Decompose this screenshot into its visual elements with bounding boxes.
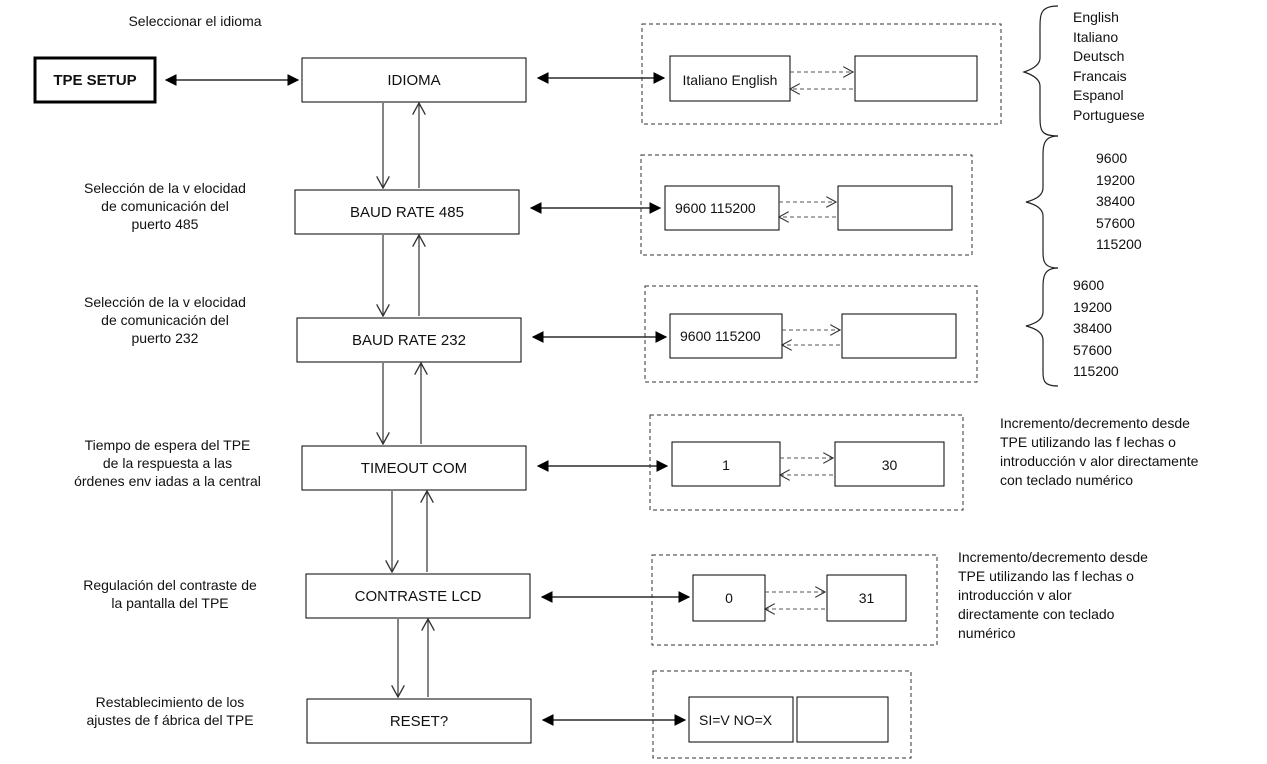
description-contraste: Regulación del contraste de la pantalla … [83,577,257,612]
menu-label-baud232: BAUD RATE 232 [352,332,466,349]
option-left-contraste: 0 [725,590,733,606]
description-idioma: Seleccionar el idioma [128,13,262,29]
description-reset: Restablecimiento de los ajustes de f ábr… [86,694,254,729]
menu-label-idioma: IDIOMA [387,72,441,89]
menu-box-baud232 [296,317,522,363]
option-left-timeout: 1 [722,457,730,473]
toggle-arrows [765,72,853,609]
menu-box-contraste [305,573,531,619]
value-list-item: 19200 [1096,171,1135,188]
value-list-baud485: 9600 19200 38400 57600 115200 [1096,148,1142,256]
menu-box-baud485 [294,189,520,235]
note-contraste: Incremento/decremento desde TPE utilizan… [958,549,1148,641]
description-baud485: Selección de la v elocidad de comunicaci… [84,180,246,233]
value-list-item: 115200 [1073,363,1119,379]
option-value-boxes [664,55,978,743]
tpe-setup-box [33,56,157,104]
description-baud232: Selección de la v elocidad de comunicaci… [84,294,246,347]
option-left-reset: SI=V NO=X [699,712,773,728]
value-list-item: English [1073,9,1119,25]
option-containers [640,23,1002,759]
menu-label-contraste: CONTRASTE LCD [354,588,482,605]
vertical-nav-arrows [383,103,428,697]
value-list-item: 57600 [1096,214,1135,231]
value-list-item: Francais [1073,67,1127,84]
option-left-baud485: 9600 115200 [675,200,756,216]
value-list-item: Portuguese [1073,106,1145,123]
value-braces [1022,5,1059,387]
value-list-item: 57600 [1073,341,1112,358]
option-right-timeout: 30 [881,457,898,473]
root-label: TPE SETUP [53,72,137,89]
value-list-item: Deutsch [1073,48,1125,64]
menu-label-baud485: BAUD RATE 485 [350,204,464,221]
value-list-item: 9600 [1073,277,1105,293]
menu-box-reset [306,698,532,744]
menu-label-reset: RESET? [389,713,449,730]
value-list-baud232: 9600 19200 38400 57600 115200 [1073,275,1119,383]
note-timeout: Incremento/decremento desde TPE utilizan… [1000,415,1199,488]
value-list-item: 38400 [1073,320,1112,336]
value-list-item: 19200 [1073,298,1112,315]
option-right-contraste: 31 [858,590,875,606]
value-list-item: 38400 [1096,193,1135,209]
option-link-arrows [529,72,691,726]
menu-label-timeout: TIMEOUT COM [360,460,468,477]
value-list-item: 115200 [1096,236,1142,252]
option-left-baud232: 9600 115200 [680,328,761,344]
value-list-item: Italiano [1073,28,1119,45]
description-timeout: Tiempo de espera del TPE de la respuesta… [74,437,261,490]
menu-box-idioma [301,57,527,103]
menu-box-timeout [301,445,527,491]
value-list-item: 9600 [1096,150,1128,166]
option-left-idioma: Italiano English [682,72,778,88]
value-list-item: Espanol [1073,87,1124,103]
